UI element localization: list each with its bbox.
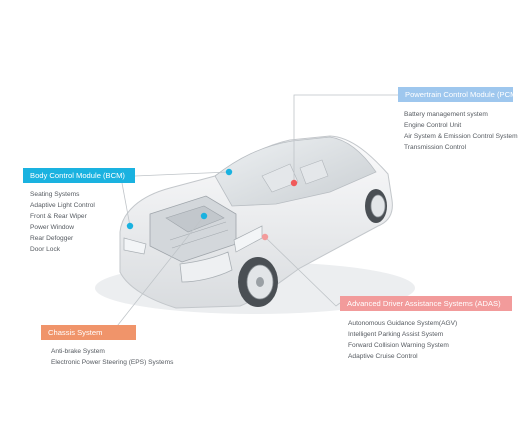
- list-item: Adaptive Cruise Control: [348, 353, 418, 360]
- bcm-dot-lower: [126, 222, 134, 230]
- car-front-wheel: [238, 257, 278, 307]
- car-engine: [149, 195, 237, 263]
- chassis-dot: [200, 212, 208, 220]
- chassis-connector: [113, 215, 205, 331]
- car-greenhouse: [214, 136, 377, 207]
- bcm-list: Seating Systems Adaptive Light Control F…: [30, 189, 95, 255]
- list-item: Air System & Emission Control System: [404, 133, 518, 140]
- list-item: Electronic Power Steering (EPS) Systems: [51, 359, 174, 366]
- pcm-list: Battery management system Engine Control…: [404, 109, 518, 153]
- pcm-connector: [293, 94, 398, 183]
- connector-lines: [113, 94, 398, 331]
- car-seats: [261, 159, 329, 193]
- list-item: Door Lock: [30, 246, 61, 253]
- list-item: Front & Rear Wiper: [30, 213, 87, 220]
- bcm-connector-lower: [121, 182, 131, 227]
- adas-label: Advanced Driver Assistance Systems (ADAS…: [340, 296, 512, 311]
- chassis-label: Chassis System: [41, 325, 136, 340]
- pcm-dot: [290, 179, 298, 187]
- list-item: Seating Systems: [30, 191, 80, 198]
- list-item: Battery management system: [404, 111, 488, 118]
- bcm-dot: [225, 168, 233, 176]
- car-rear-wheel: [365, 189, 387, 223]
- list-item: Rear Defogger: [30, 235, 74, 242]
- list-item: Anti-brake System: [51, 348, 105, 355]
- list-item: Forward Collision Warning System: [348, 342, 449, 349]
- adas-dot: [261, 233, 269, 241]
- car-headlight-left: [123, 237, 147, 255]
- pcm-label: Powertrain Control Module (PCM): [398, 87, 519, 102]
- adas-list: Autonomous Guidance System(AGV) Intellig…: [348, 318, 457, 362]
- list-item: Engine Control Unit: [404, 122, 462, 129]
- list-item: Intelligent Parking Assist System: [348, 331, 444, 338]
- list-item: Transmission Control: [404, 144, 467, 151]
- chassis-list: Anti-brake System Electronic Power Steer…: [51, 346, 173, 368]
- bcm-label: Body Control Module (BCM): [23, 168, 135, 183]
- list-item: Autonomous Guidance System(AGV): [348, 320, 458, 327]
- car-grille: [179, 251, 233, 283]
- adas-connector: [264, 236, 341, 307]
- list-item: Power Window: [30, 224, 74, 231]
- bcm-connector: [134, 171, 230, 177]
- list-item: Adaptive Light Control: [30, 202, 95, 209]
